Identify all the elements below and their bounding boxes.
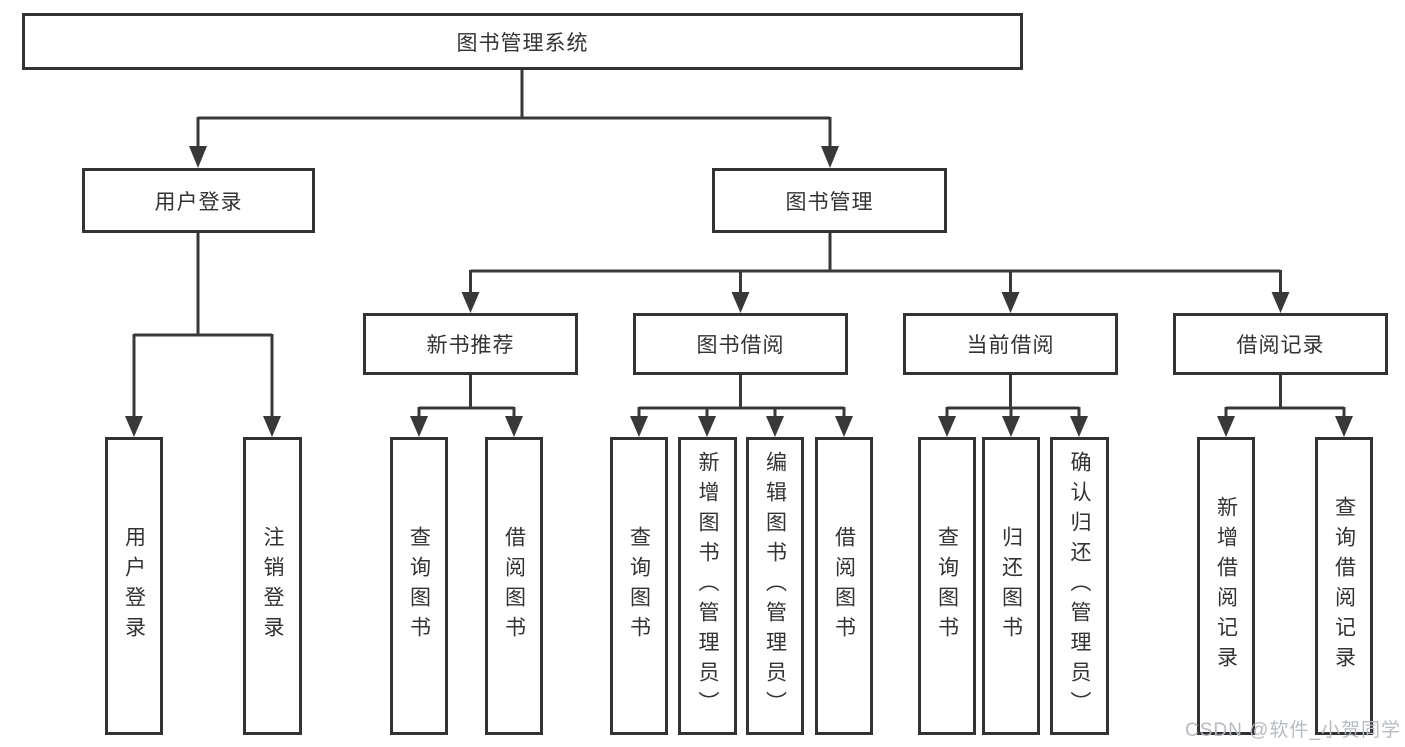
arrowheads	[125, 146, 1353, 437]
leaf-label: 查询借阅记录	[1332, 496, 1356, 676]
leaf-borrow-books-borrow: 借阅图书	[815, 437, 873, 735]
leaf-query-books-newbooks: 查询图书	[390, 437, 448, 735]
leaf-label: 查询图书	[627, 526, 651, 646]
leaf-label: 归还图书	[999, 526, 1023, 646]
leaf-confirm-return-admin: 确认归还（管理员）	[1050, 437, 1109, 735]
leaf-label: 借阅图书	[502, 526, 526, 646]
leaf-user-login: 用户登录	[105, 437, 163, 735]
leaf-edit-books-admin: 编辑图书（管理员）	[746, 437, 804, 735]
leaf-label: 借阅图书	[832, 526, 856, 646]
node-book-management: 图书管理	[712, 168, 947, 233]
leaf-logout-login: 注销登录	[243, 437, 302, 735]
leaf-add-borrow-record: 新增借阅记录	[1197, 437, 1255, 735]
leaf-label: 编辑图书（管理员）	[763, 451, 787, 721]
leaf-add-books-admin: 新增图书（管理员）	[678, 437, 737, 735]
node-book-borrowing: 图书借阅	[633, 313, 848, 375]
leaf-label: 新增借阅记录	[1214, 496, 1238, 676]
leaf-return-books: 归还图书	[982, 437, 1040, 735]
csdn-watermark: CSDN @软件_小贺同学	[1185, 720, 1401, 741]
node-library-management-system: 图书管理系统	[22, 13, 1023, 70]
node-new-book-recommendation: 新书推荐	[363, 313, 578, 375]
node-user-login: 用户登录	[82, 168, 315, 233]
leaf-query-books-current: 查询图书	[918, 437, 976, 735]
leaf-label: 用户登录	[122, 526, 146, 646]
leaf-label: 新增图书（管理员）	[696, 451, 720, 721]
node-current-borrowing: 当前借阅	[903, 313, 1118, 375]
leaf-label: 确认归还（管理员）	[1068, 451, 1092, 721]
node-borrowing-records: 借阅记录	[1173, 313, 1388, 375]
leaf-label: 查询图书	[935, 526, 959, 646]
leaf-query-borrow-record: 查询借阅记录	[1315, 437, 1373, 735]
leaf-label: 注销登录	[261, 526, 285, 646]
leaf-borrow-books-newbooks: 借阅图书	[485, 437, 543, 735]
leaf-query-books-borrow: 查询图书	[610, 437, 668, 735]
leaf-label: 查询图书	[407, 526, 431, 646]
